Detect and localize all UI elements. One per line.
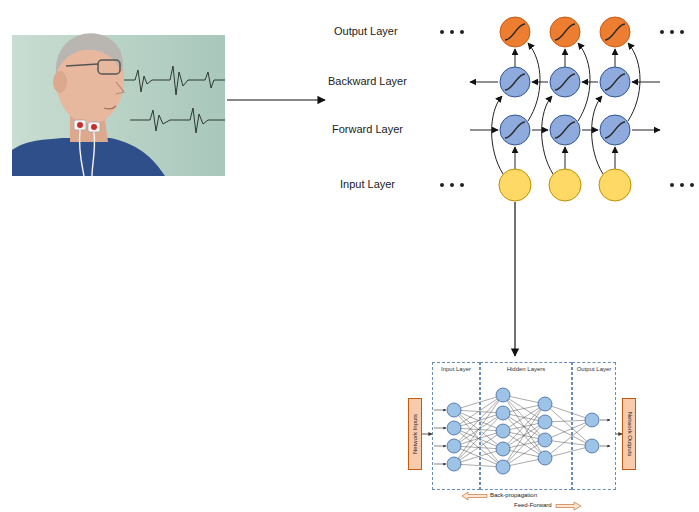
neurons [447,388,599,474]
backprop-arrow [462,492,487,500]
panel-heading: Output Layer [573,366,615,373]
layer-label: Input Layer [340,178,395,191]
neuron-arrows [434,410,610,464]
bilstm-cells [499,17,631,201]
flow-arrow [514,202,515,356]
process-label: Back-propagation [490,492,537,499]
panel-heading: Input Layer [433,366,479,373]
connector [422,434,432,435]
io-box: Network Inputs [408,398,422,470]
feedforward-arrow [556,502,581,510]
layer-label: Backward Layer [328,75,407,88]
layer-label: Forward Layer [332,123,403,136]
layer-panel: Hidden Layers [480,362,572,490]
layer-panel: Output Layer [572,362,616,490]
flow-arrow [227,99,325,100]
bilstm-connections [470,43,660,174]
process-label: Feed-Forward [514,502,552,509]
photo [12,33,225,176]
io-label: Network Inputs [412,414,419,454]
io-box: Network Outputs [622,398,636,470]
layer-panel: Input Layer [432,362,480,490]
layer-label: Output Layer [334,25,398,38]
io-label: Network Outputs [626,412,633,457]
panel-heading: Hidden Layers [481,366,571,373]
ellipsis-dots [440,30,694,187]
